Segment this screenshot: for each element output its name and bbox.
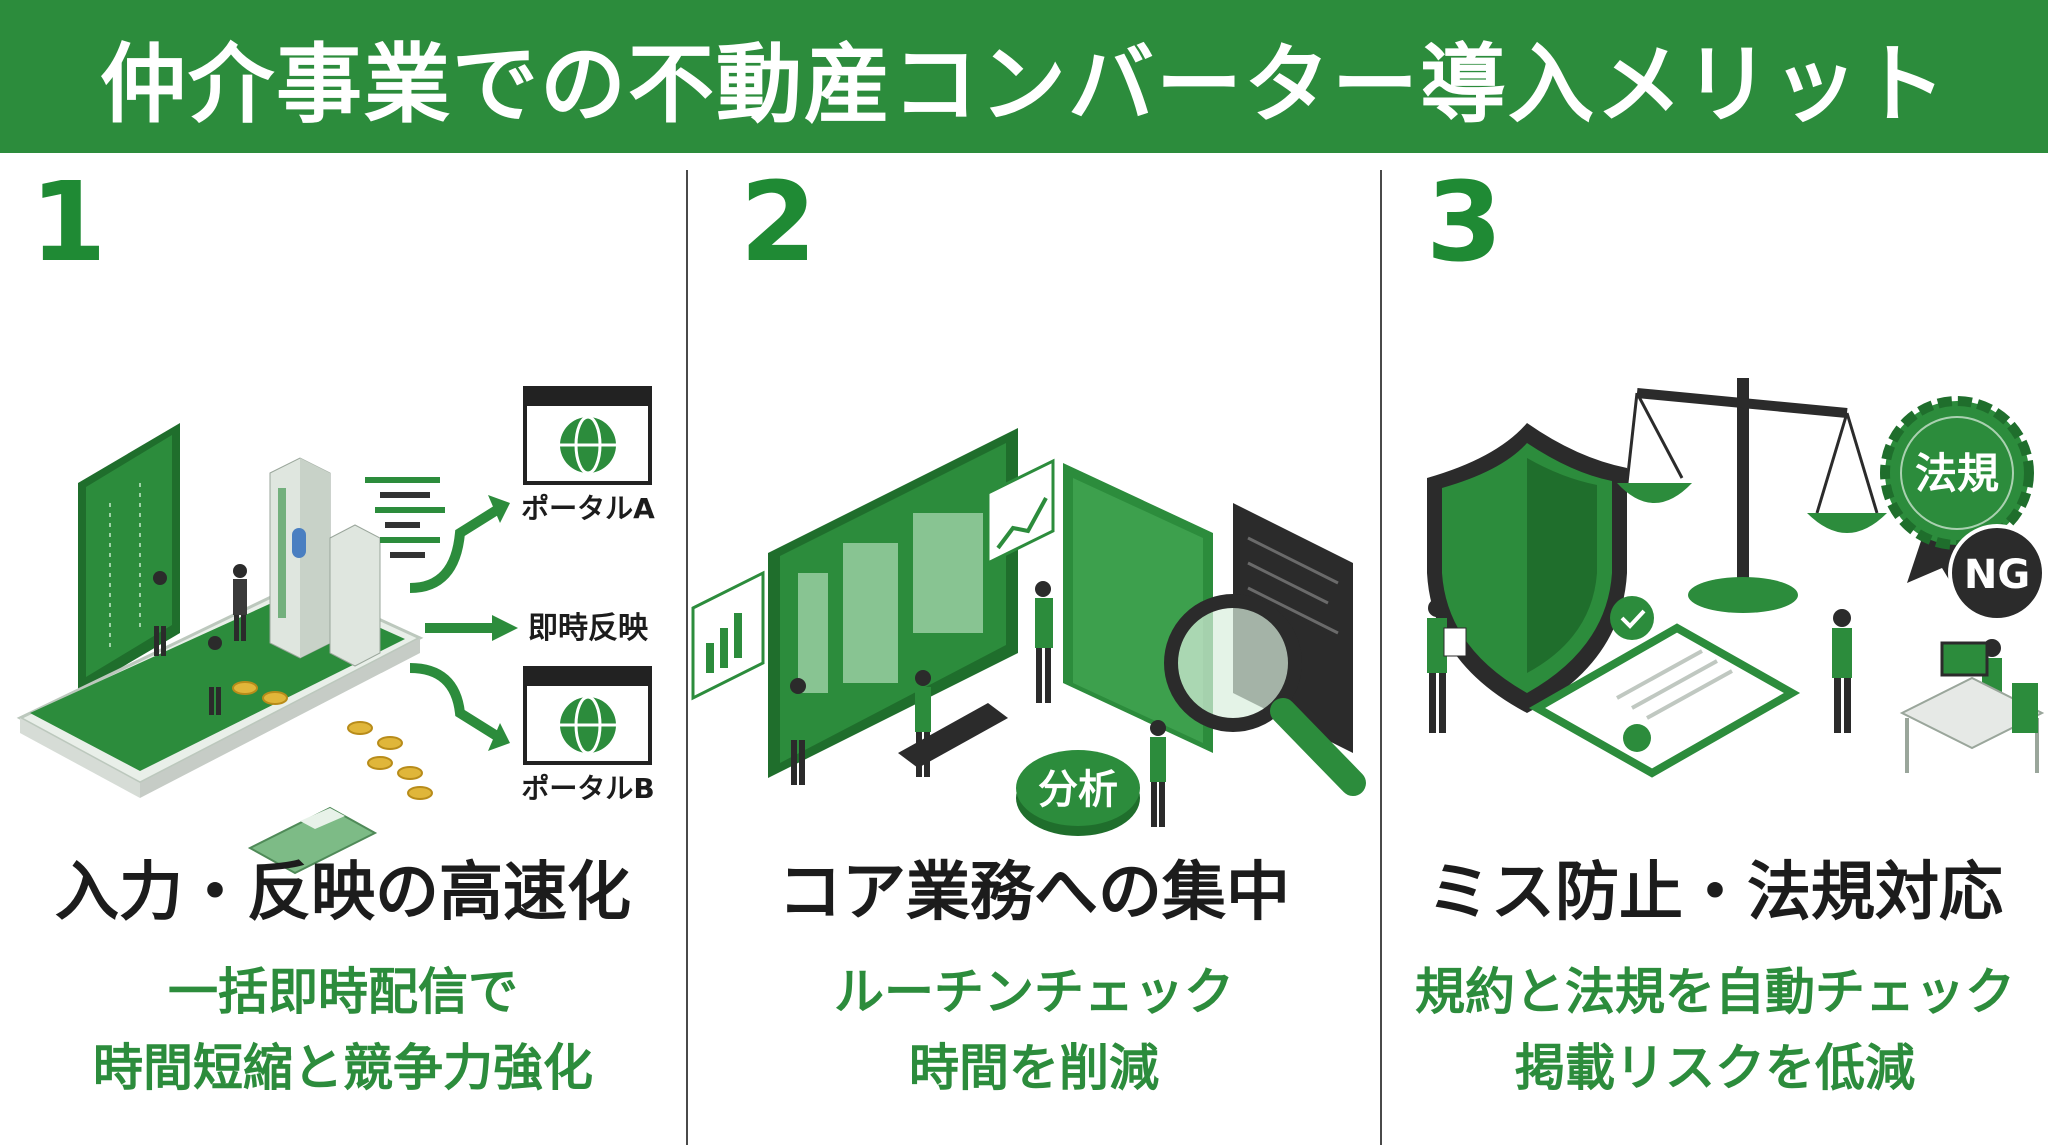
panel-1-illustration: ポータルA 即時反映 ポータルB bbox=[16, 386, 655, 875]
seal-icon: 法規 bbox=[1880, 396, 2034, 593]
calculator-icon bbox=[247, 806, 378, 875]
panel-subtext-line1: 一括即時配信で bbox=[168, 963, 518, 1021]
panel-subtext-line1: ルーチンチェック bbox=[834, 963, 1234, 1021]
title-banner: 仲介事業での不動産コンバーター導入メリット bbox=[0, 0, 2048, 153]
desk-icon bbox=[1899, 641, 2045, 773]
globe-icon bbox=[523, 666, 652, 765]
monitor-icon bbox=[768, 428, 1018, 778]
instant-label: 即時反映 bbox=[528, 611, 648, 646]
portal-a-label: ポータルA bbox=[521, 492, 655, 525]
panel-heading: コア業務への集中 bbox=[778, 856, 1290, 930]
column-divider bbox=[686, 170, 688, 1145]
seal-label: 法規 bbox=[1915, 449, 1999, 498]
ng-badge: NG bbox=[1948, 524, 2046, 622]
panel-2-illustration: 分析 bbox=[691, 428, 1366, 836]
coin-icon bbox=[232, 681, 433, 800]
panel-1: 1 bbox=[0, 153, 686, 1145]
analysis-badge: 分析 bbox=[1016, 750, 1140, 836]
shield-icon bbox=[1427, 423, 1627, 713]
document-icon bbox=[1528, 596, 1801, 778]
people bbox=[1427, 599, 2002, 733]
panel-number: 1 bbox=[30, 158, 107, 286]
chart-icon bbox=[691, 458, 1055, 701]
ng-label: NG bbox=[1964, 552, 2030, 598]
panel-subtext-line1: 規約と法規を自動チェック bbox=[1415, 963, 2015, 1021]
people bbox=[790, 581, 1166, 827]
page-title: 仲介事業での不動産コンバーター導入メリット bbox=[100, 35, 1948, 135]
panel-subtext-line2: 掲載リスクを低減 bbox=[1515, 1039, 1915, 1097]
arrows bbox=[409, 503, 503, 743]
column-divider bbox=[1380, 170, 1382, 1145]
panel-number: 2 bbox=[740, 158, 817, 286]
data-lines bbox=[365, 477, 445, 558]
panel-heading: ミス防止・法規対応 bbox=[1427, 856, 2003, 930]
scales-icon bbox=[1617, 378, 1887, 613]
panel-number: 3 bbox=[1426, 158, 1503, 286]
magnifier-icon bbox=[1164, 594, 1366, 796]
panel-heading: 入力・反映の高速化 bbox=[55, 856, 631, 930]
analysis-label: 分析 bbox=[1038, 767, 1118, 813]
panel-2: 2 bbox=[688, 153, 1380, 1145]
panel-subtext-line2: 時間短縮と競争力強化 bbox=[93, 1039, 593, 1097]
panel-3-illustration: 法規 NG bbox=[1427, 378, 2046, 778]
building-icon bbox=[269, 457, 381, 667]
panel-3: 3 法規 NG bbox=[1382, 153, 2048, 1145]
portal-b-label: ポータルB bbox=[521, 772, 654, 805]
globe-icon bbox=[523, 386, 652, 485]
panel-subtext-line2: 時間を削減 bbox=[909, 1039, 1159, 1097]
people bbox=[153, 564, 247, 715]
